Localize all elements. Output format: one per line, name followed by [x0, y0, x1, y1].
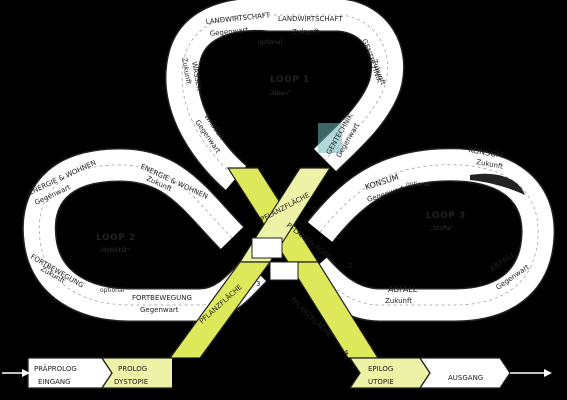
eingang-label: EINGANG — [38, 378, 71, 386]
pflanzflaeche-bands — [168, 167, 380, 359]
right-loop-notch — [470, 173, 525, 195]
bottom-bar — [2, 357, 552, 389]
teal-highlight — [318, 123, 342, 153]
loop3-title: LOOP 3 — [426, 211, 466, 221]
utopie-label: UTOPIE — [368, 378, 394, 386]
pflanzflaeche-2-num: 2 — [348, 262, 352, 270]
loop1-subtitle: „Ideen“ — [268, 90, 291, 97]
praprolog-label: PRÄPROLOG — [34, 364, 77, 373]
epilog-label: EPILOG — [368, 365, 393, 373]
seg-optional-left: optional — [100, 287, 125, 294]
seg-abfall-zukunft-a: ABFALL — [388, 285, 418, 294]
seg-fortbewegung-gegenwart-a: FORTBEWEGUNG — [132, 294, 192, 302]
ausgang-label: AUSGANG — [448, 374, 483, 382]
seg-abfall-zukunft-b: Zukunft — [385, 297, 412, 305]
seg-optional-top: optional — [258, 39, 283, 46]
dystopie-label: DYSTOPIE — [114, 378, 148, 386]
seg-landwirtschaft-zukunft-b: Zukunft — [292, 28, 319, 36]
loop1-title: LOOP 1 — [270, 75, 310, 85]
seg-fortbewegung-gegenwart-b: Gegenwart — [140, 306, 179, 314]
pflanzflaeche-4-num: 4 — [344, 349, 349, 357]
loop3-subtitle: „Stoffe“ — [430, 225, 454, 232]
loop2-title: LOOP 2 — [96, 233, 136, 243]
seg-landwirtschaft-zukunft-a: LANDWIRTSCHAFT — [278, 15, 343, 23]
loop2-subtitle: „Mobilität“ — [98, 247, 130, 254]
pflanzflaeche-3-num: 3 — [256, 280, 260, 288]
pflanzflaeche-1-num: 1 — [313, 206, 317, 214]
seg-optional-right: optional — [406, 181, 431, 188]
prolog-label: PROLOG — [118, 365, 147, 373]
